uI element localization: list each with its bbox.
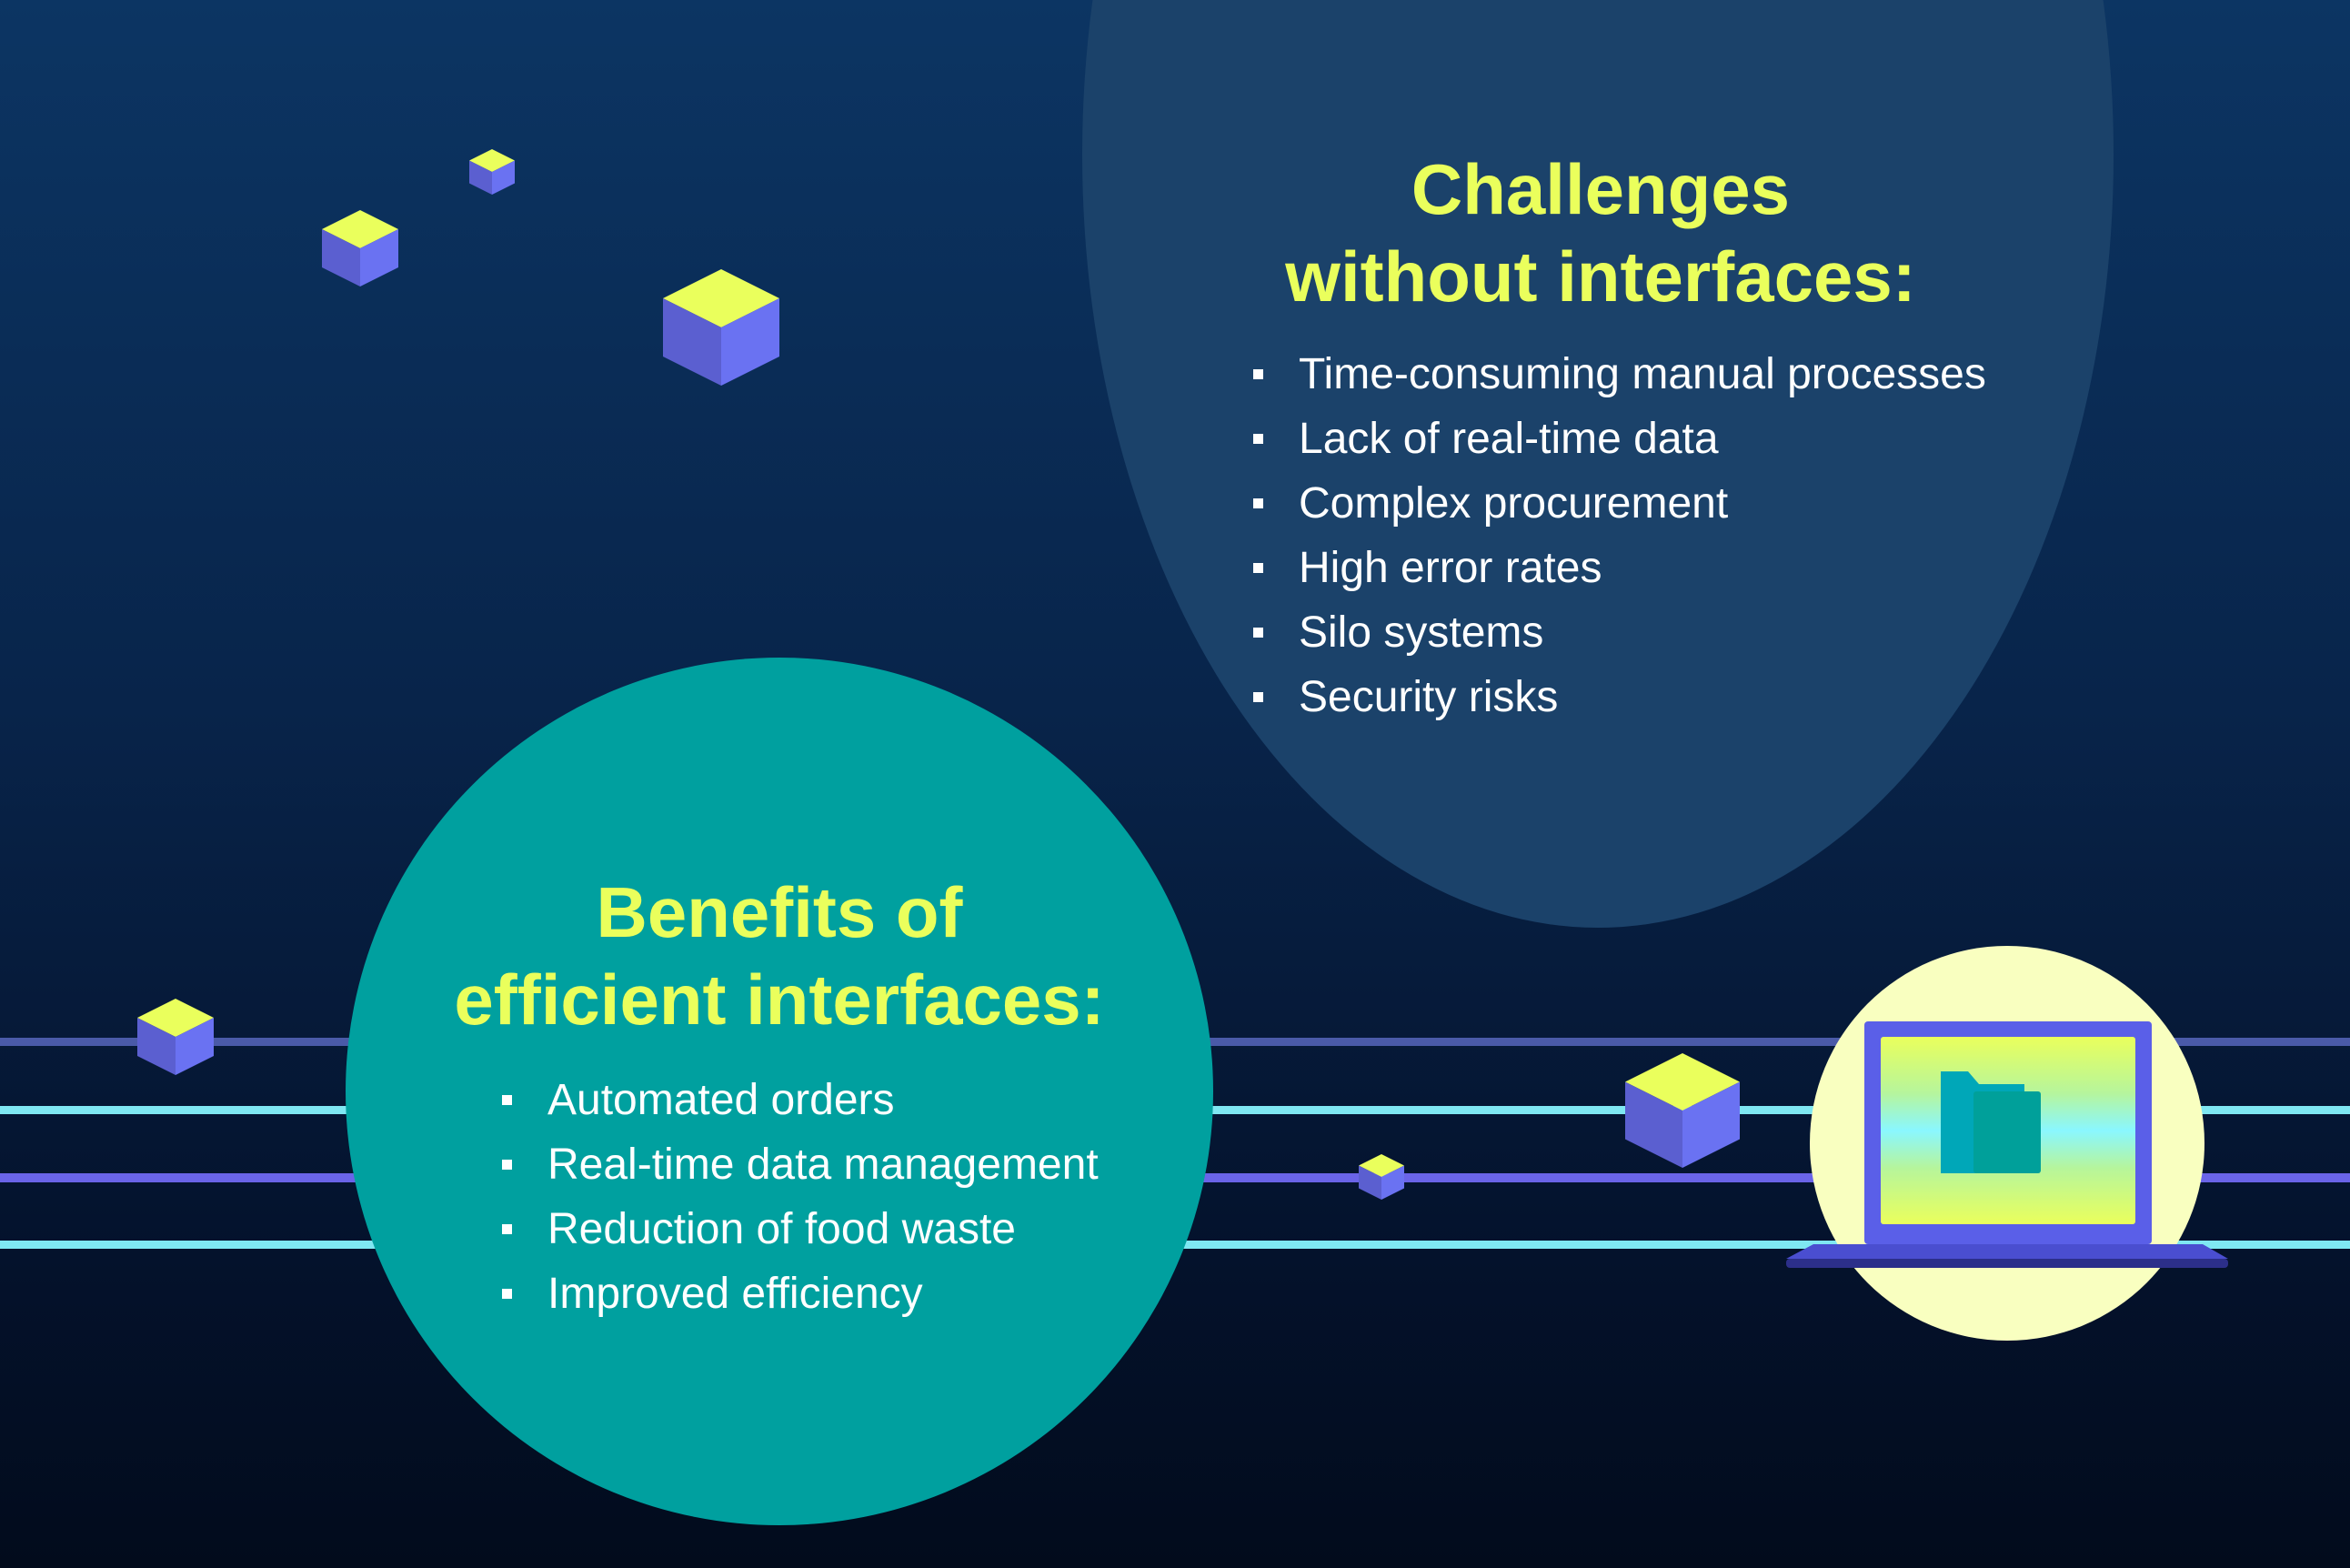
list-item-label: High error rates — [1299, 544, 1602, 592]
list-item-label: Reduction of food waste — [547, 1205, 1016, 1253]
list-item: Silo systems — [1253, 600, 1986, 665]
bullet-icon — [1253, 434, 1263, 444]
list-item-label: Real-time data management — [547, 1141, 1099, 1189]
cube-icon — [1359, 1154, 1404, 1200]
benefits-heading-line1: Benefits of — [596, 872, 963, 952]
bullet-icon — [502, 1160, 512, 1170]
benefits-list: Automated orders Real-time data manageme… — [502, 1068, 1099, 1326]
challenges-list: Time-consuming manual processes Lack of … — [1253, 342, 1986, 729]
list-item: Security risks — [1253, 665, 1986, 729]
benefits-heading: Benefits of efficient interfaces: — [346, 869, 1213, 1043]
list-item: Complex procurement — [1253, 471, 1986, 536]
list-item: Time-consuming manual processes — [1253, 342, 1986, 407]
challenges-heading-line1: Challenges — [1411, 149, 1791, 229]
bullet-icon — [1253, 563, 1263, 573]
bullet-icon — [502, 1095, 512, 1105]
list-item-label: Improved efficiency — [547, 1270, 923, 1318]
list-item: Reduction of food waste — [502, 1197, 1099, 1261]
bullet-icon — [502, 1289, 512, 1299]
cube-icon — [469, 149, 515, 195]
cube-icon — [1625, 1053, 1740, 1168]
challenges-heading-line2: without interfaces: — [1285, 236, 1916, 317]
list-item-label: Complex procurement — [1299, 479, 1729, 528]
cube-icon — [663, 269, 779, 386]
benefits-heading-line2: efficient interfaces: — [454, 960, 1105, 1040]
list-item: Improved efficiency — [502, 1261, 1099, 1326]
bullet-icon — [1253, 498, 1263, 508]
list-item-label: Automated orders — [547, 1076, 895, 1124]
list-item: Lack of real-time data — [1253, 407, 1986, 471]
bullet-icon — [502, 1224, 512, 1234]
challenges-heading: Challenges without interfaces: — [1173, 146, 2028, 320]
benefits-circle — [346, 658, 1213, 1525]
list-item-label: Time-consuming manual processes — [1299, 350, 1986, 398]
bullet-icon — [1253, 692, 1263, 702]
bullet-icon — [1253, 369, 1263, 379]
list-item: High error rates — [1253, 536, 1986, 600]
cube-icon — [322, 210, 398, 286]
laptop-icon — [1786, 1021, 2228, 1268]
list-item: Real-time data management — [502, 1132, 1099, 1197]
folder-icon — [1941, 1071, 2041, 1173]
bullet-icon — [1253, 628, 1263, 638]
cube-icon — [137, 999, 214, 1075]
list-item-label: Security risks — [1299, 673, 1559, 721]
list-item-label: Silo systems — [1299, 608, 1544, 657]
list-item-label: Lack of real-time data — [1299, 415, 1719, 463]
list-item: Automated orders — [502, 1068, 1099, 1132]
